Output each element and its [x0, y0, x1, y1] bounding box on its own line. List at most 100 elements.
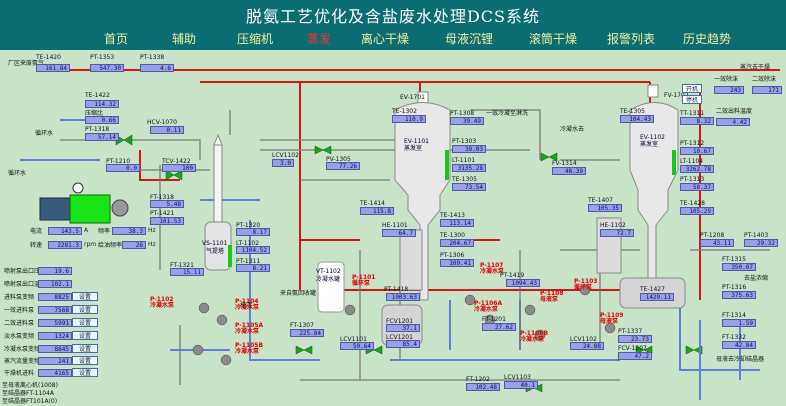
tag-label: PT-1318 — [85, 126, 110, 133]
tag-label: PT-1306 — [440, 252, 465, 259]
value-readout: 47.2 — [618, 352, 652, 360]
value-readout: 23.73 — [618, 335, 652, 343]
pumps — [192, 284, 616, 366]
tag-label: FT-1307 — [290, 322, 314, 329]
value-readout: 1.59 — [722, 319, 756, 327]
stop-button[interactable]: 停机 — [682, 95, 702, 104]
tag-label: TE-1422 — [85, 92, 110, 99]
value-readout: 29.32 — [744, 239, 778, 247]
value-readout: 39.49 — [450, 117, 484, 125]
tag-label: TE-1300 — [440, 232, 465, 239]
start-button[interactable]: 开机 — [682, 84, 702, 93]
value-readout: 0.0 — [106, 164, 140, 172]
value-readout: 7568 — [38, 306, 72, 314]
value-readout: 8.17 — [236, 228, 270, 236]
outlet-label: 至结晶器FT101A(0) — [2, 398, 58, 405]
set-button[interactable]: 设置 — [72, 356, 98, 365]
value-readout: 24.88 — [570, 342, 604, 350]
value-readout: 15.11 — [170, 268, 204, 276]
pump-id: P-1105A — [235, 322, 264, 329]
motor-label: 频率 — [98, 228, 111, 235]
tag-label: PT-1210 — [106, 158, 131, 165]
nav-centrifuge-drying[interactable]: 离心干燥 — [361, 32, 410, 46]
tag-label: LT-1104 — [680, 158, 704, 165]
nav-bar: 首页 辅助 压缩机 蒸发 离心干燥 母液沉锂 滚筒干燥 报警列表 历史趋势 — [85, 30, 745, 48]
output-label: 去盐浓缩 — [744, 275, 769, 282]
tag-label: PT-1418 — [384, 286, 409, 293]
tag-label: FT-1318 — [150, 194, 174, 201]
value-readout: 171 — [752, 86, 782, 94]
value-readout: 0.11 — [150, 126, 184, 134]
tag-label: FT-1315 — [722, 256, 746, 263]
nav-alarm-list[interactable]: 报警列表 — [607, 32, 656, 46]
value-readout: 38.3 — [112, 227, 146, 235]
set-button[interactable]: 设置 — [72, 344, 98, 353]
nav-compressor[interactable]: 压缩机 — [237, 32, 274, 46]
value-readout: 4.6 — [140, 64, 174, 72]
value-readout: 4.42 — [716, 118, 750, 126]
set-button[interactable]: 设置 — [72, 305, 98, 314]
nav-auxiliary[interactable]: 辅助 — [172, 32, 197, 46]
set-button[interactable]: 设置 — [72, 318, 98, 327]
nav-drum-drying[interactable]: 滚筒干燥 — [529, 32, 578, 46]
tag-label: FCV1201 — [386, 318, 414, 325]
set-button[interactable]: 设置 — [72, 331, 98, 340]
tag-label: FT-1321 — [170, 262, 194, 269]
value-readout: 26 — [122, 241, 146, 249]
tag-label: PT-1353 — [90, 54, 115, 61]
value-readout: 3135.28 — [452, 164, 486, 172]
nav-history-trend[interactable]: 历史趋势 — [683, 32, 732, 46]
value-readout: 243 — [714, 86, 744, 94]
value-readout: 110.9 — [392, 115, 426, 123]
value-readout: 10.67 — [680, 147, 714, 155]
tag-label: LT-1101 — [452, 157, 476, 164]
panel-label: 喷射泵出口温度 — [4, 281, 47, 288]
panel-label: 干燥机进料 — [4, 370, 35, 377]
tag-label: PT-1308 — [450, 110, 475, 117]
pump-id: P-1106A — [474, 300, 503, 307]
outlet-label: 至结晶器FT-1104A — [2, 390, 54, 397]
value-readout: 143.5 — [48, 227, 82, 235]
value-readout: 39.03 — [452, 145, 486, 153]
value-readout: 73.54 — [452, 183, 486, 191]
equipment-name: 冷凝水罐 — [316, 276, 341, 283]
value-readout: 241 — [38, 357, 72, 365]
motor-label: 给油频率 — [98, 242, 123, 249]
tag-label: TE-1413 — [440, 212, 465, 219]
value-readout: 19.6 — [38, 267, 72, 275]
stripper-column — [204, 133, 232, 271]
tag-label: PT-1337 — [618, 328, 643, 335]
tag-label: LCV1101 — [340, 336, 367, 343]
pump-name: 循环泵 — [574, 284, 593, 291]
pump-id: P-1109 — [600, 312, 624, 319]
set-button[interactable]: 设置 — [72, 368, 98, 377]
value-readout: 3.0 — [272, 159, 294, 167]
tag-label: TE-1302 — [392, 108, 417, 115]
value-readout: 113.14 — [440, 219, 474, 227]
tag-label: FT-1314 — [722, 312, 746, 319]
pump-id: P-1104 — [235, 298, 259, 305]
pump-id: P-1101 — [352, 274, 376, 281]
set-button[interactable]: 设置 — [72, 292, 98, 301]
panel-label: 淡水泵变频 — [4, 333, 35, 340]
pump-name: 冷凝水泵 — [235, 348, 260, 355]
panel-label: 二效进料泵 — [4, 320, 35, 327]
value-readout: 350.07 — [722, 263, 756, 271]
nav-evaporation[interactable]: 蒸发 — [307, 32, 332, 46]
outlet-label: 至母液离心机(1008) — [2, 382, 58, 389]
value-readout: 8.32 — [680, 117, 714, 125]
equipment-id: HE-1101 — [382, 222, 408, 229]
nav-home[interactable]: 首页 — [104, 32, 129, 46]
motor-label: 电流 — [30, 228, 43, 235]
tag-label: TE-1414 — [360, 200, 385, 207]
value-readout: 101.53 — [150, 217, 184, 225]
water-label: 循环水 — [8, 170, 27, 177]
pump-name: 冷凝水泵 — [474, 306, 499, 313]
pump-id: P-1106B — [520, 330, 549, 337]
panel-label: 喷射泵出口压力 — [4, 268, 47, 275]
tag-label: LCV1103 — [504, 374, 531, 381]
pump-id: P-1108 — [540, 290, 564, 297]
pump-name: 冷凝水泵 — [235, 304, 260, 311]
nav-mother-liquor[interactable]: 母液沉锂 — [445, 32, 494, 46]
value-readout: 37.1 — [386, 324, 420, 332]
